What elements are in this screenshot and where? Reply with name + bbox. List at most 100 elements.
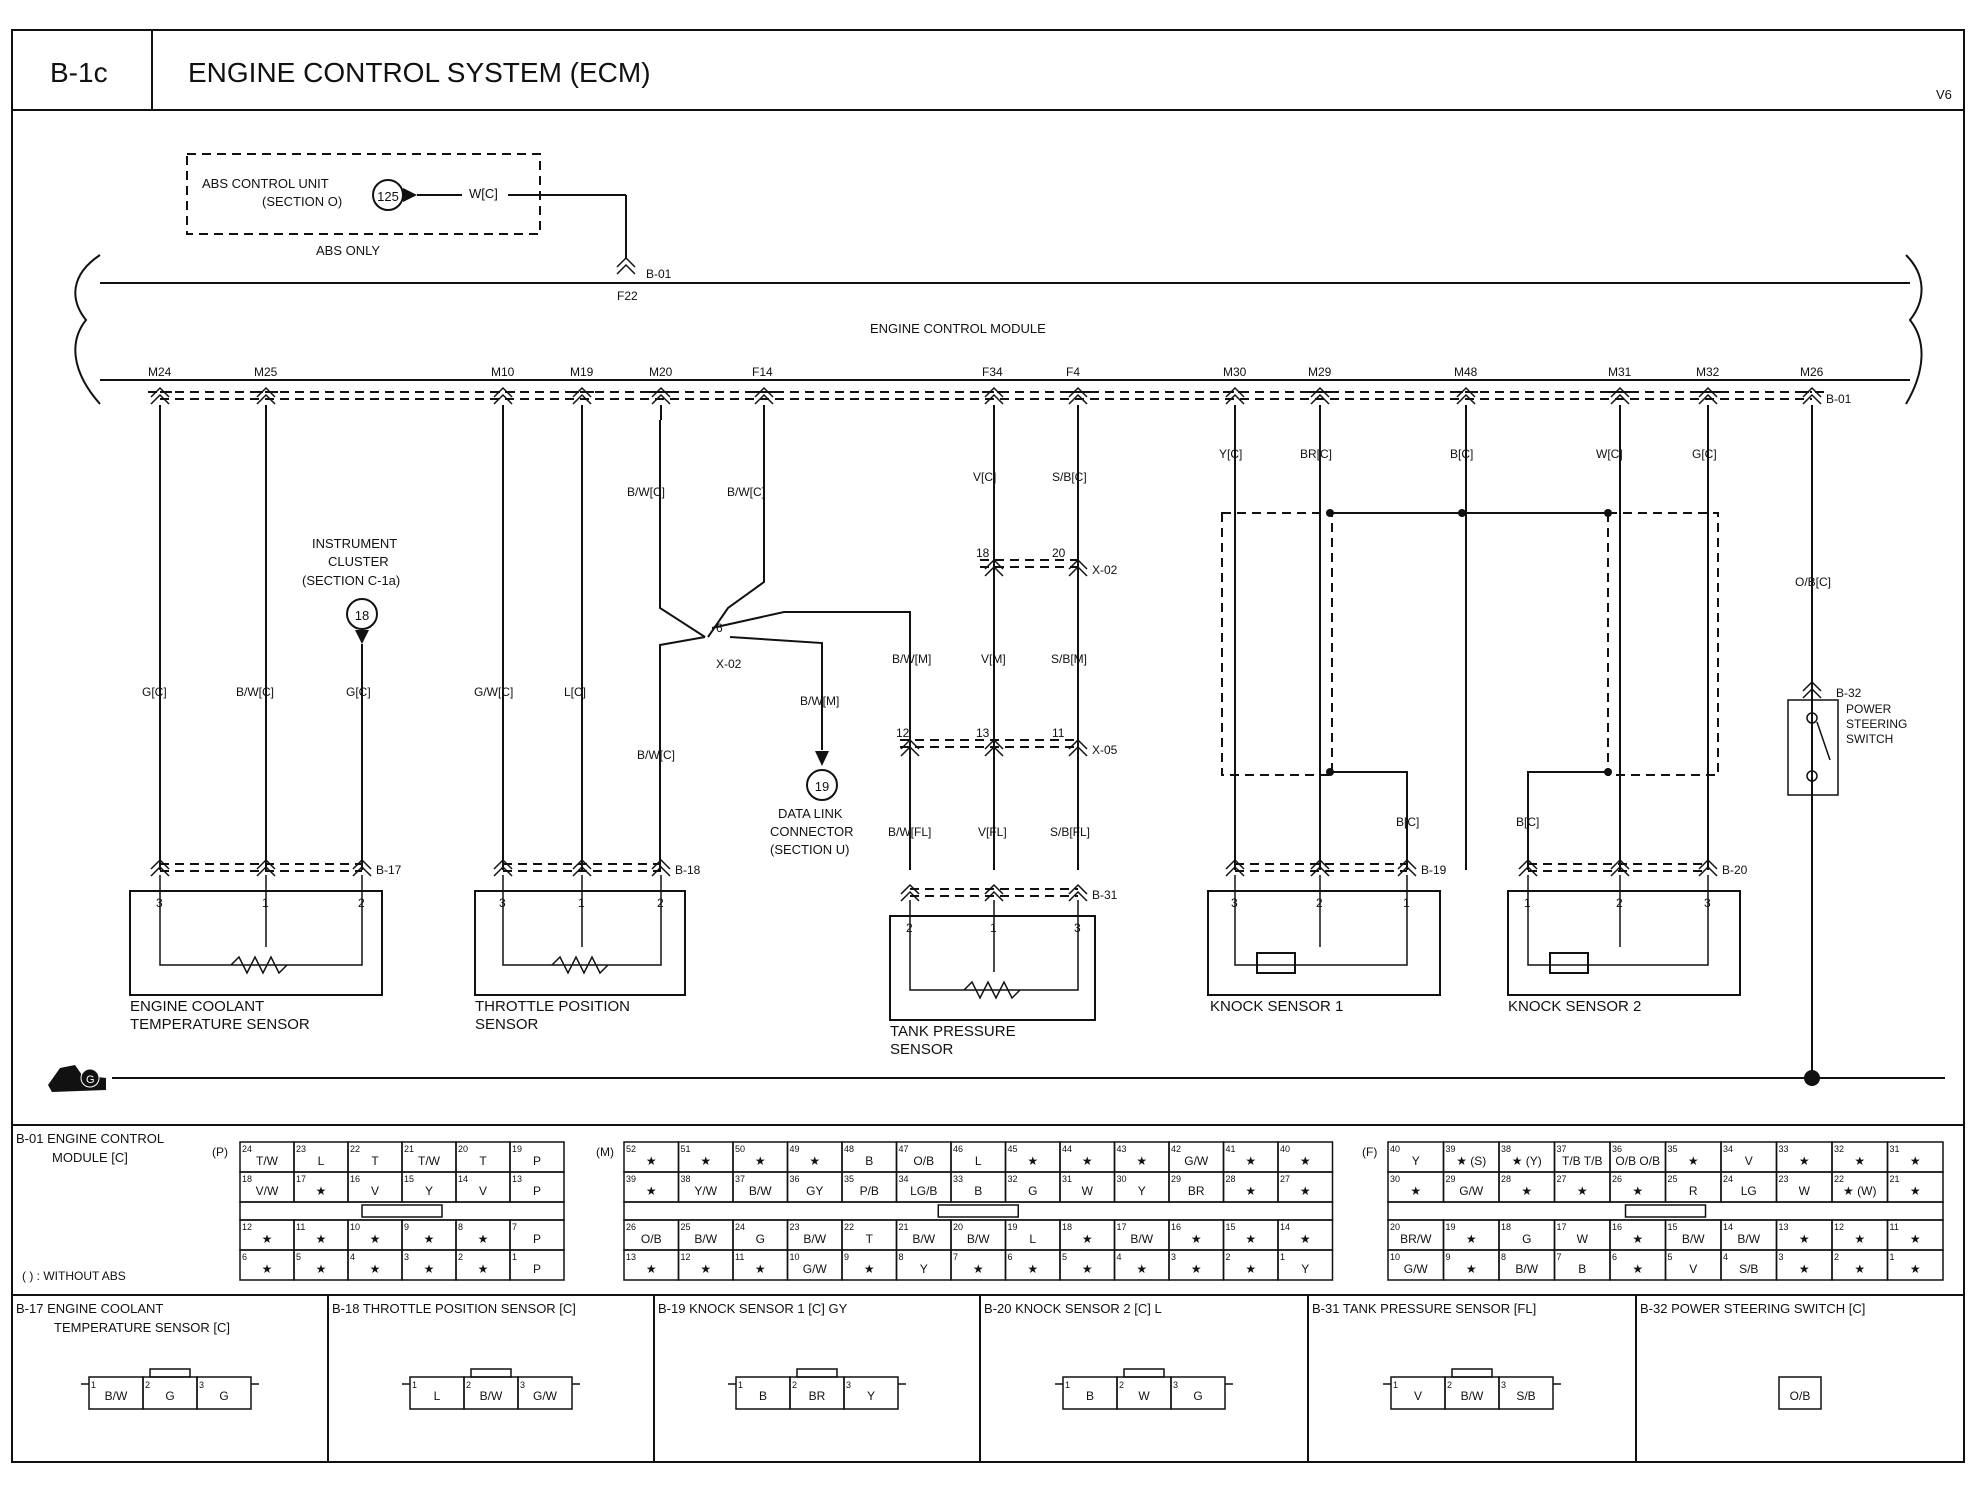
component-pin: 3 xyxy=(1074,921,1081,935)
cell-pin: 23 xyxy=(790,1222,800,1232)
cell-pin: 9 xyxy=(844,1252,849,1262)
connector-pin-wire: BR xyxy=(809,1389,826,1403)
cell-pin: 3 xyxy=(1171,1252,1176,1262)
svg-text:(SECTION C-1a): (SECTION C-1a) xyxy=(302,573,400,588)
wire-label: G[C] xyxy=(1692,447,1717,461)
connector-title: B-18 THROTTLE POSITION SENSOR [C] xyxy=(332,1301,576,1316)
cell-pin: 17 xyxy=(1557,1222,1567,1232)
cell-wire: ★ xyxy=(1027,1262,1038,1276)
connector-pin-wire: G xyxy=(1193,1389,1202,1403)
cell-pin: 23 xyxy=(296,1144,306,1154)
cell-pin: 9 xyxy=(1446,1252,1451,1262)
cell-pin: 12 xyxy=(242,1222,252,1232)
cell-wire: ★ xyxy=(316,1262,327,1276)
svg-text:G[C]: G[C] xyxy=(346,685,371,699)
cell-pin: 17 xyxy=(296,1174,306,1184)
connector-pin-cell xyxy=(196,1376,252,1410)
cell-wire: ★ xyxy=(1245,1262,1256,1276)
cell-pin: 29 xyxy=(1171,1174,1181,1184)
cell-pin: 17 xyxy=(1117,1222,1127,1232)
cell-pin: 1 xyxy=(1280,1252,1285,1262)
cell-pin: 6 xyxy=(242,1252,247,1262)
cell-pin: 45 xyxy=(1008,1144,1018,1154)
cell-pin: 40 xyxy=(1390,1144,1400,1154)
cell-pin: 3 xyxy=(404,1252,409,1262)
svg-text:2: 2 xyxy=(466,1380,471,1390)
cell-wire: B/W xyxy=(1737,1232,1760,1246)
component-pin: 3 xyxy=(499,896,506,910)
cell-pin: 24 xyxy=(1723,1174,1733,1184)
cell-pin: 27 xyxy=(1280,1174,1290,1184)
cell-wire: BR/W xyxy=(1400,1232,1432,1246)
connector-pin-cell xyxy=(1170,1376,1226,1410)
wire-label: G[C] xyxy=(142,685,167,699)
cell-pin: 32 xyxy=(1834,1144,1844,1154)
cell-pin: 31 xyxy=(1890,1144,1900,1154)
svg-text:1: 1 xyxy=(1065,1380,1070,1390)
cell-pin: 33 xyxy=(1779,1144,1789,1154)
connector-pin-wire: B/W xyxy=(480,1389,503,1403)
cell-wire: ★ xyxy=(1191,1262,1202,1276)
cell-wire: T/W xyxy=(418,1154,441,1168)
wire-label: B/W[C] xyxy=(627,485,665,499)
cell-wire: B xyxy=(865,1154,873,1168)
cell-pin: 24 xyxy=(735,1222,745,1232)
pin-id: M29 xyxy=(1308,365,1332,379)
cell-wire: T xyxy=(371,1154,379,1168)
cell-pin: 31 xyxy=(1062,1174,1072,1184)
cell-pin: 19 xyxy=(1008,1222,1018,1232)
svg-text:S/B[M]: S/B[M] xyxy=(1051,652,1087,666)
connector-pin-wire: Y xyxy=(867,1389,875,1403)
cell-wire: ★ xyxy=(1300,1154,1311,1168)
svg-text:11: 11 xyxy=(1052,726,1065,740)
cell-wire: ★ xyxy=(1577,1184,1588,1198)
connector-pin-cell xyxy=(1498,1376,1554,1410)
svg-text:B/W[M]: B/W[M] xyxy=(892,652,931,666)
connector-panel-1: B-18 THROTTLE POSITION SENSOR [C]1L2B/W3… xyxy=(327,1295,580,1462)
svg-text:6: 6 xyxy=(716,621,723,635)
cell-pin: 19 xyxy=(1446,1222,1456,1232)
diagram-code: B-1c xyxy=(50,57,108,88)
cell-wire: ★ xyxy=(424,1232,435,1246)
pin-id: M31 xyxy=(1608,365,1632,379)
cell-pin: 20 xyxy=(1390,1222,1400,1232)
cell-wire: ★ (S) xyxy=(1456,1154,1486,1168)
cell-pin: 10 xyxy=(790,1252,800,1262)
cell-wire: ★ xyxy=(1245,1232,1256,1246)
abs-control-unit: ABS CONTROL UNIT (SECTION O) 125 W[C] AB… xyxy=(186,153,672,303)
svg-text:2: 2 xyxy=(1447,1380,1452,1390)
svg-text:B/W[C]: B/W[C] xyxy=(637,748,675,762)
cell-pin: 37 xyxy=(1557,1144,1567,1154)
cell-pin: 13 xyxy=(1779,1222,1789,1232)
cell-pin: 7 xyxy=(512,1222,517,1232)
cell-pin: 1 xyxy=(512,1252,517,1262)
cell-pin: 33 xyxy=(953,1174,963,1184)
cell-wire: B/W xyxy=(1682,1232,1705,1246)
cell-pin: 18 xyxy=(242,1174,252,1184)
cell-wire: ★ xyxy=(1082,1262,1093,1276)
pin-id: M30 xyxy=(1223,365,1247,379)
cell-wire: ★ xyxy=(1300,1184,1311,1198)
cell-wire: ★ xyxy=(864,1262,875,1276)
cell-wire: G xyxy=(1522,1232,1531,1246)
svg-text:3: 3 xyxy=(520,1380,525,1390)
svg-text:F22: F22 xyxy=(617,289,638,303)
connector-cell xyxy=(1886,1249,1944,1281)
component-body xyxy=(889,915,1096,1021)
cell-pin: 10 xyxy=(1390,1252,1400,1262)
connector-title: B-17 ENGINE COOLANT xyxy=(16,1301,163,1316)
cell-pin: 37 xyxy=(735,1174,745,1184)
cell-pin: 43 xyxy=(1117,1144,1127,1154)
cell-pin: 28 xyxy=(1226,1174,1236,1184)
component-pin: 1 xyxy=(990,921,997,935)
cell-wire: T/B T/B xyxy=(1562,1154,1602,1168)
cell-wire: ★ xyxy=(809,1154,820,1168)
cell-wire: L xyxy=(1029,1232,1036,1246)
cell-wire: P/B xyxy=(860,1184,879,1198)
cell-pin: 12 xyxy=(681,1252,691,1262)
cell-wire: T/W xyxy=(256,1154,279,1168)
